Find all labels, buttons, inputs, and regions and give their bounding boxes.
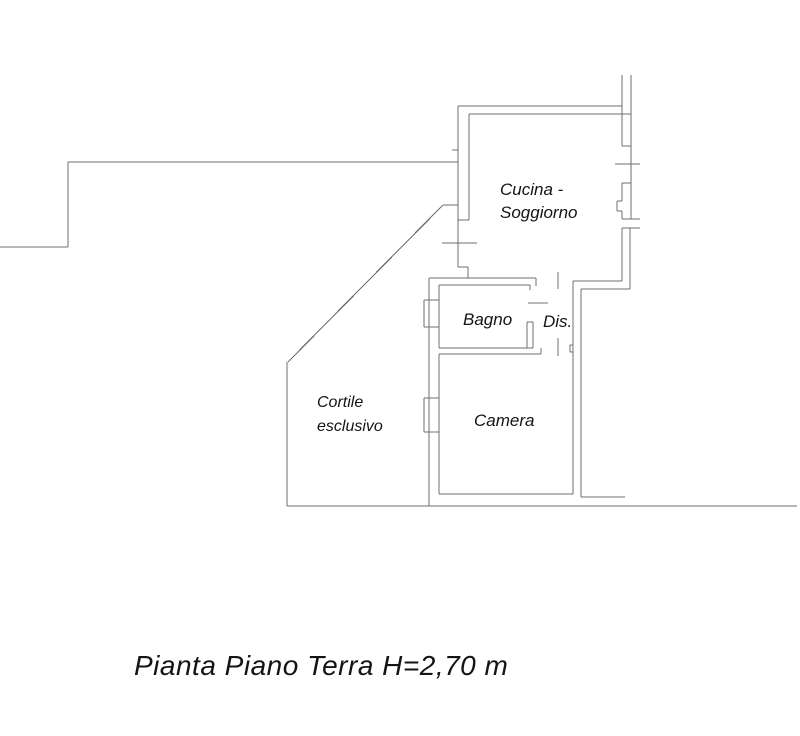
room-label-cortile-line2: esclusivo [317, 418, 383, 435]
door-jamb-details [528, 302, 573, 353]
room-label-camera: Camera [474, 411, 535, 430]
bagno-walls [428, 277, 542, 506]
camera-walls [439, 281, 625, 498]
site-boundary-lines [0, 161, 458, 248]
cucina-window-ticks [442, 163, 640, 244]
cortile-boundary-lines [286, 204, 797, 507]
plan-caption: Pianta Piano Terra H=2,70 m [134, 650, 509, 681]
room-label-dis: Dis. [543, 312, 573, 331]
room-label-cucina-line2: Soggiorno [500, 203, 578, 222]
window-symbols [423, 299, 439, 433]
room-label-bagno: Bagno [463, 310, 513, 329]
room-label-cucina-line1: Cucina - [500, 180, 564, 199]
room-label-cortile-line1: Cortile [317, 394, 364, 411]
